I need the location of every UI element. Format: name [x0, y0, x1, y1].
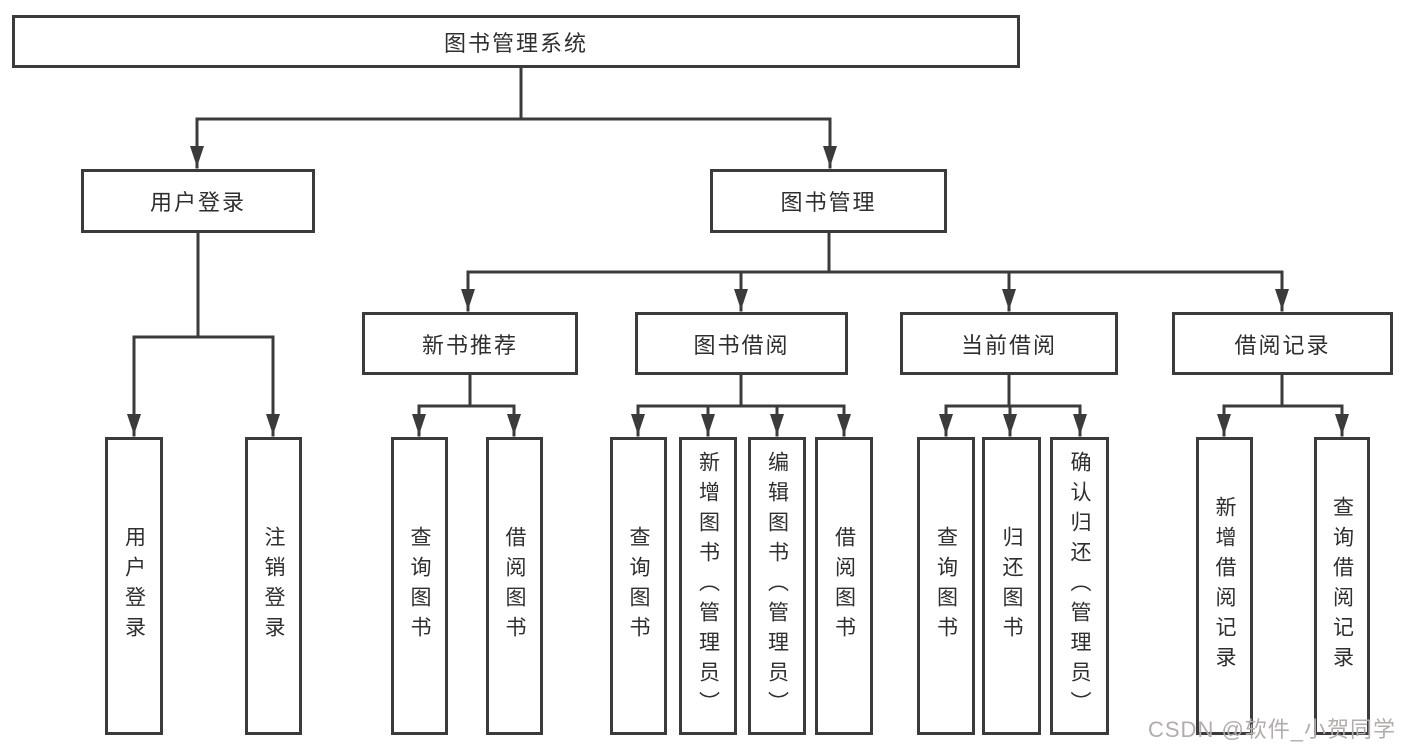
connector-root-to-level2: [190, 66, 837, 169]
node-label: 当前借阅: [960, 332, 1057, 358]
leaf-label: 查询图书: [627, 526, 650, 646]
csdn-watermark: CSDN @软件_小贺同学: [1148, 717, 1397, 742]
leaf-logout: 注销登录: [245, 437, 302, 735]
node-user-login: 用户登录: [81, 169, 315, 233]
node-current-borrow: 当前借阅: [900, 312, 1118, 375]
leaf-label: 归还图书: [1000, 526, 1023, 646]
leaf-label: 确认归还（管理员）: [1068, 451, 1091, 721]
leaf-label: 查询图书: [408, 526, 431, 646]
node-new-book-recommend: 新书推荐: [362, 312, 578, 375]
node-borrow-records: 借阅记录: [1172, 312, 1393, 375]
node-label: 用户登录: [149, 190, 246, 215]
leaf-return-books: 归还图书: [982, 437, 1041, 735]
leaf-add-books-admin: 新增图书（管理员）: [679, 437, 737, 735]
leaf-query-books-current: 查询图书: [917, 437, 975, 735]
leaf-label: 查询图书: [934, 526, 958, 646]
leaf-confirm-return-admin: 确认归还（管理员）: [1050, 437, 1109, 735]
leaf-borrow-books-recommend: 借阅图书: [486, 437, 543, 735]
connector-book-borrow-to-leaves: [631, 373, 851, 437]
leaf-label: 查询借阅记录: [1330, 496, 1354, 676]
node-label: 图书管理: [780, 190, 877, 215]
node-label: 新书推荐: [421, 332, 518, 358]
leaf-edit-books-admin: 编辑图书（管理员）: [748, 437, 806, 735]
node-book-management: 图书管理: [710, 169, 947, 233]
connector-new-book-recommend-to-leaves: [412, 373, 521, 437]
leaf-label: 新增图书（管理员）: [696, 451, 720, 721]
leaf-query-books-recommend: 查询图书: [391, 437, 448, 735]
leaf-query-borrow-record: 查询借阅记录: [1314, 437, 1370, 735]
connector-user-login-to-leaves: [127, 231, 280, 437]
leaf-label: 编辑图书（管理员）: [765, 451, 789, 721]
node-label: 借阅记录: [1234, 332, 1331, 358]
node-book-borrow: 图书借阅: [635, 312, 848, 375]
leaf-user-login: 用户登录: [105, 437, 163, 735]
leaf-label: 注销登录: [262, 526, 285, 646]
leaf-label: 借阅图书: [832, 526, 856, 646]
node-label: 图书借阅: [693, 332, 790, 358]
leaf-label: 新增借阅记录: [1213, 496, 1236, 676]
leaf-borrow-books: 借阅图书: [815, 437, 873, 735]
connector-current-borrow-to-leaves: [939, 373, 1087, 437]
connector-book-management-to-level3: [461, 231, 1289, 312]
leaf-add-borrow-record: 新增借阅记录: [1196, 437, 1253, 735]
leaf-label: 借阅图书: [503, 526, 526, 646]
node-label: 图书管理系统: [443, 30, 588, 56]
connector-borrow-records-to-leaves: [1217, 373, 1349, 437]
leaf-query-books-borrow: 查询图书: [610, 437, 667, 735]
node-root-library-system: 图书管理系统: [12, 15, 1020, 68]
leaf-label: 用户登录: [122, 526, 146, 646]
